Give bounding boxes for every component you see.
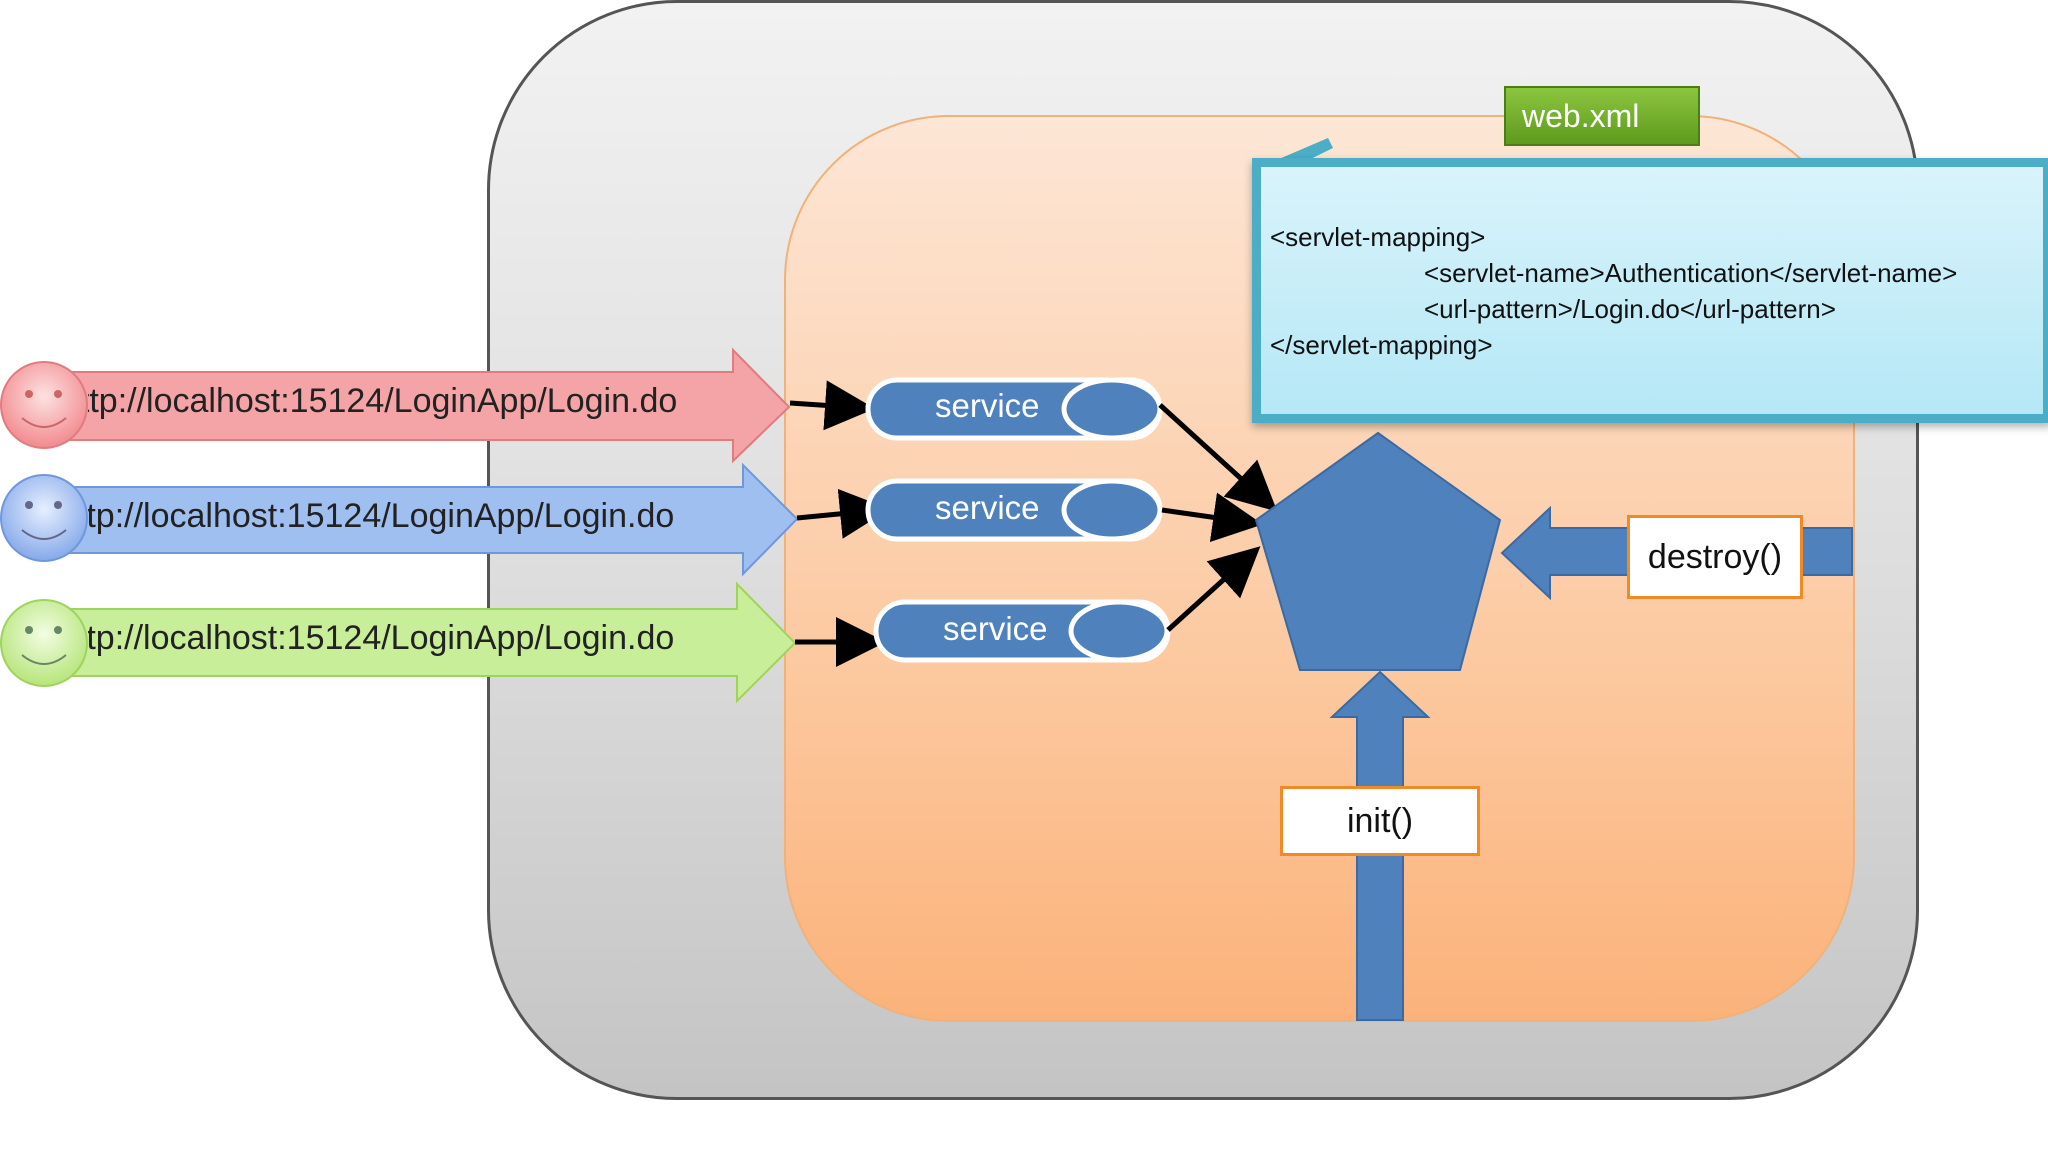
request-url-1: http://localhost:15124/LoginApp/Login.do [88, 382, 678, 420]
init-label-box: init() [1280, 786, 1480, 856]
mapping-line-open: <servlet-mapping> [1270, 222, 1486, 252]
service-label-1: service [935, 387, 1040, 424]
mapping-line-close: </servlet-mapping> [1270, 330, 1493, 360]
request-arrow-red [41, 347, 791, 464]
user-face-red-icon [0, 361, 88, 449]
service-label-2: service [935, 489, 1040, 526]
request-arrow-blue [41, 462, 799, 577]
web-xml-tab: web.xml [1504, 86, 1700, 146]
service-capsule-1 [865, 377, 1163, 441]
servlet-pentagon [1254, 431, 1502, 671]
servlet-mapping-callout [1252, 158, 2048, 423]
service-to-servlet-3 [1166, 546, 1261, 632]
service-label-3: service [943, 610, 1048, 647]
service-to-servlet-2 [1161, 492, 1263, 543]
service-capsule-2 [865, 478, 1163, 542]
service-capsule-3 [873, 599, 1171, 663]
request-url-2: http://localhost:15124/LoginApp/Login.do [88, 497, 675, 535]
connector-1 [789, 380, 875, 431]
user-face-blue-icon [0, 474, 88, 562]
user-face-green-icon [0, 599, 88, 687]
destroy-label-box: destroy() [1627, 515, 1803, 599]
service-to-servlet-1 [1158, 403, 1278, 512]
mapping-line-url-pattern: <url-pattern>/Login.do</url-pattern> [1424, 294, 1836, 324]
request-url-3: http://localhost:15124/LoginApp/Login.do [88, 619, 675, 657]
url-clip-3: http://localhost:15124/LoginApp/Login.do [88, 619, 748, 665]
request-arrow-green [41, 581, 797, 704]
url-clip-2: http://localhost:15124/LoginApp/Login.do [88, 497, 748, 543]
url-clip-1: http://localhost:15124/LoginApp/Login.do [88, 382, 748, 428]
mapping-line-servlet-name: <servlet-name>Authentication</servlet-na… [1424, 258, 1958, 288]
